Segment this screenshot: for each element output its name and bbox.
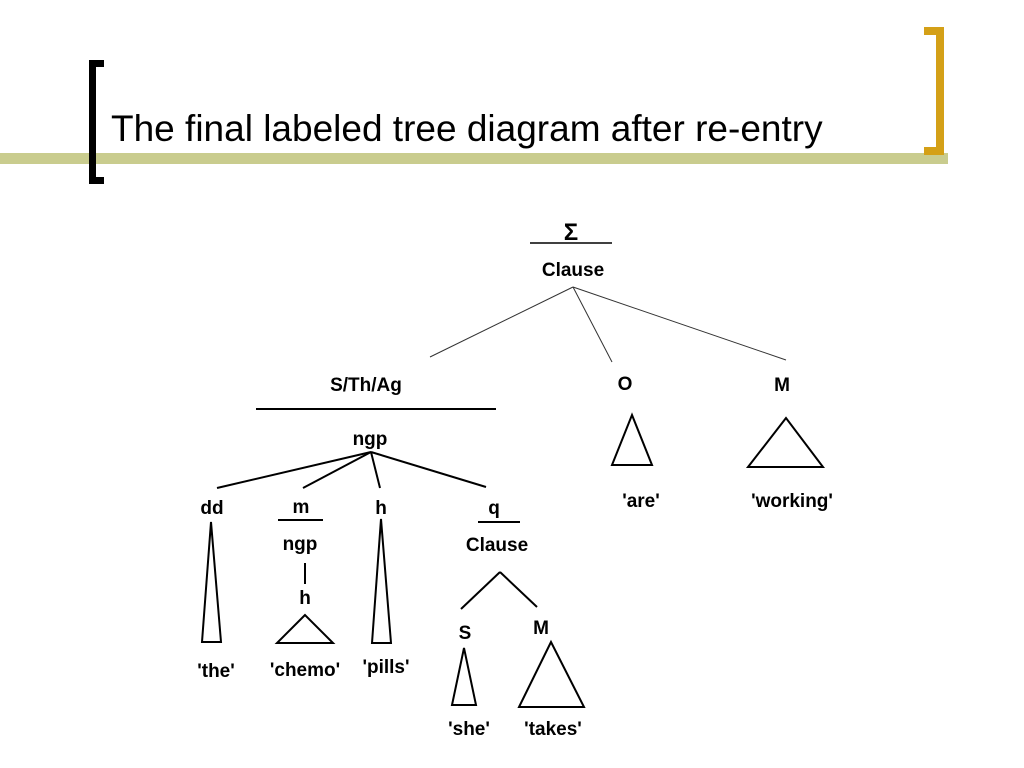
branch-root-main-verb [572, 286, 787, 361]
q-main-verb-triangle [517, 639, 586, 708]
title-accent-bar [0, 153, 948, 164]
main-verb-word: 'working' [751, 491, 833, 512]
q-main-verb-function-label: M [533, 618, 549, 639]
modifier-triangle [274, 613, 336, 644]
root-category-label: Clause [542, 260, 604, 281]
subject-function-label: S/Th/Ag [330, 375, 402, 396]
slide-title: The final labeled tree diagram after re-… [111, 108, 823, 149]
branch-ngp-head [370, 451, 381, 489]
branch-ngp-qualifier [370, 451, 487, 488]
root-function-label: Σ [564, 219, 578, 246]
head-word: 'pills' [362, 657, 409, 678]
deictic-function-label: dd [200, 498, 223, 519]
branch-ngp-modifier [302, 451, 372, 489]
subject-category-label: ngp [353, 429, 388, 450]
modifier-function-label: m [293, 497, 310, 518]
q-subject-word: 'she' [448, 719, 490, 740]
deictic-word: 'the' [197, 661, 235, 682]
q-subject-triangle [450, 647, 478, 706]
q-subject-function-label: S [459, 623, 472, 644]
modifier-category-label: ngp [283, 534, 318, 555]
branch-ngp-deictic [216, 451, 372, 489]
modifier-word: 'chemo' [270, 660, 340, 681]
qualifier-category-label: Clause [466, 535, 528, 556]
branch-root-subject [429, 286, 574, 358]
operator-triangle [610, 412, 654, 466]
modifier-head-label: h [299, 588, 311, 609]
branch-root-operator [572, 286, 613, 363]
operator-word: 'are' [622, 491, 660, 512]
head-triangle [370, 518, 393, 644]
q-main-verb-word: 'takes' [524, 719, 582, 740]
branch-qualifier-subject [460, 571, 501, 610]
right-bracket-decoration [924, 27, 944, 155]
main-verb-function-label: M [774, 375, 790, 396]
operator-function-label: O [618, 374, 633, 395]
qualifier-function-label: q [488, 498, 500, 519]
deictic-triangle [200, 521, 223, 643]
left-bracket-decoration [89, 60, 104, 184]
head-function-label: h [375, 498, 387, 519]
main-verb-triangle [745, 416, 826, 468]
branch-qualifier-main-verb [499, 571, 538, 608]
